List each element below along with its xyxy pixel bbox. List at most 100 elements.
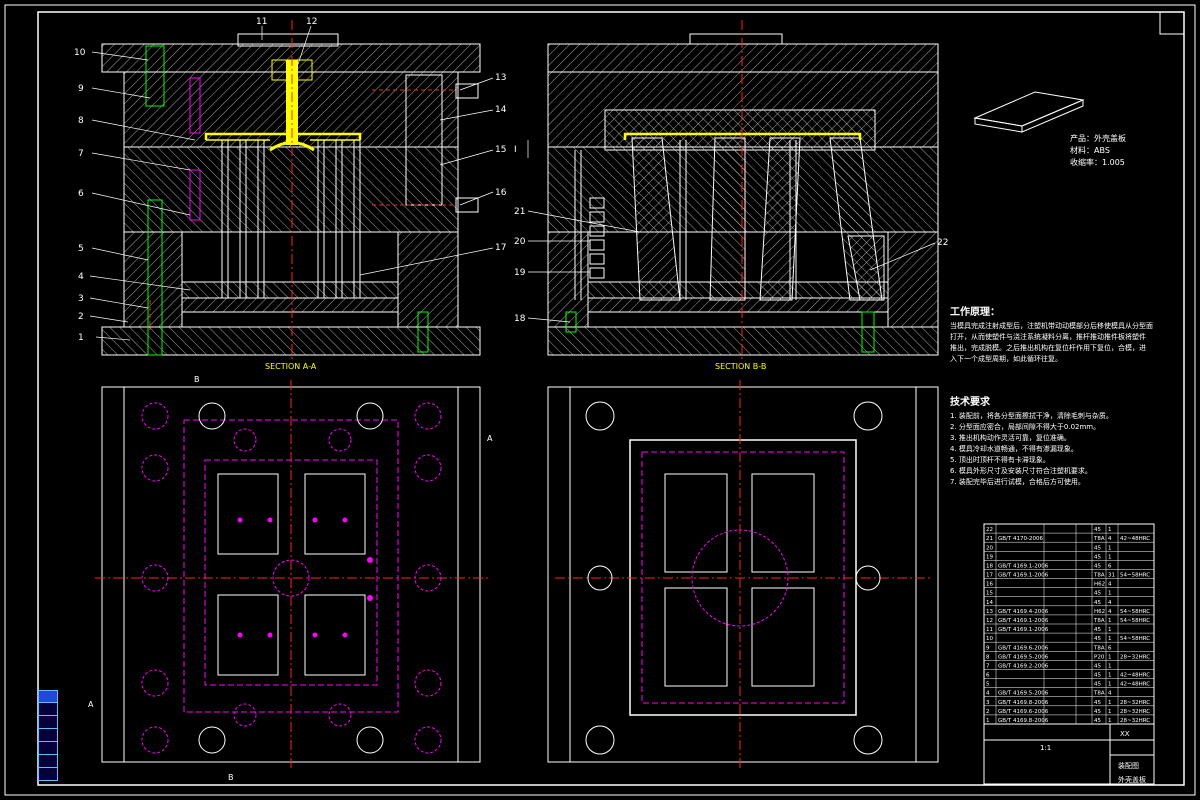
bom-cell: 16 — [986, 582, 993, 588]
bom-cell: 45 — [1094, 527, 1101, 533]
bom-cell: 6 — [1108, 645, 1112, 651]
bom-cell: 45 — [1094, 709, 1101, 715]
plan-left-cut-letters: B B A A — [88, 375, 493, 782]
bom-cell: GB/T 4169.8-2006 — [998, 718, 1049, 724]
bom-cell: 42~48HRC — [1120, 682, 1150, 688]
section-a-a — [101, 20, 481, 360]
bom-cell: 1 — [1108, 527, 1112, 533]
bom-cell: 11 — [986, 627, 993, 633]
bom-cell: 45 — [1094, 718, 1101, 724]
bom-cell: T8A — [1093, 573, 1105, 579]
callout-19: 19 — [514, 268, 526, 278]
bom-cell: 12 — [986, 618, 993, 624]
bom-cell: 45 — [1094, 682, 1101, 688]
bom-cell: 4 — [986, 691, 990, 697]
bom-cell: GB/T 4169.6-2006 — [998, 645, 1049, 651]
title-code: XX — [1120, 730, 1130, 738]
callout-7: 7 — [78, 149, 84, 159]
bom-cell: 6 — [1108, 563, 1112, 569]
revision-strip — [38, 690, 58, 782]
bom-cell: 21 — [986, 536, 993, 542]
bom-cell: GB/T 4169.5-2006 — [998, 691, 1049, 697]
cut-letter-a-left: A — [88, 700, 94, 709]
product-material: 材料：ABS — [1070, 145, 1110, 155]
callout-12: 12 — [306, 17, 317, 27]
bom-cell: GB/T 4169.1-2006 — [998, 573, 1049, 579]
callout-9: 9 — [78, 84, 84, 94]
bom-cell: 28~32HRC — [1120, 709, 1150, 715]
bom-cell: 19 — [986, 554, 993, 560]
callout-8: 8 — [78, 116, 84, 126]
rev-cell — [38, 768, 58, 781]
callout-13: 13 — [495, 73, 506, 83]
bom-cell: GB/T 4170-2006 — [998, 536, 1043, 542]
callouts-b-b: 18 19 20 21 22 I SECTION B-B — [514, 140, 948, 371]
plan-view-right — [547, 380, 939, 770]
bom-cell: 45 — [1094, 554, 1101, 560]
bom-cell: 45 — [1094, 663, 1101, 669]
bom-cell: 1 — [1108, 673, 1112, 679]
title-drawing: 装配图 — [1118, 761, 1139, 770]
corner-box — [1159, 11, 1185, 35]
bom-cell: 45 — [1094, 600, 1101, 606]
bom-cell: 54~58HRC — [1120, 618, 1150, 624]
bom-cell: 45 — [1094, 673, 1101, 679]
product-info: 产品：外壳盖板 材料：ABS 收缩率：1.005 — [1070, 133, 1126, 167]
callout-17: 17 — [495, 243, 506, 253]
callout-3: 3 — [78, 294, 84, 304]
bom-cell: 28~32HRC — [1120, 718, 1150, 724]
bom-cell: 1 — [1108, 554, 1112, 560]
bom-cell: GB/T 4169.2-2006 — [998, 663, 1049, 669]
product-isometric — [973, 91, 1085, 133]
bom-cell: 10 — [986, 636, 993, 642]
bom-cell: GB/T 4169.8-2006 — [998, 700, 1049, 706]
bom-cell: 15 — [986, 591, 993, 597]
title-name: 外壳盖板 — [1118, 775, 1146, 784]
bom-cell: 4 — [1108, 691, 1112, 697]
rev-cell — [38, 742, 58, 755]
inner-border — [37, 11, 1185, 786]
bom-cell: 1 — [986, 718, 990, 724]
callout-6: 6 — [78, 189, 84, 199]
requirement-line: 4. 模具冷却水道畅通，不得有渗漏现象。 — [950, 445, 1078, 453]
section-b-b-label: SECTION B-B — [715, 362, 766, 371]
rev-cell — [38, 703, 58, 716]
callout-10: 10 — [74, 48, 86, 58]
callout-1: 1 — [78, 333, 84, 343]
bom-cell: 3 — [986, 700, 990, 706]
bom-cell: 1 — [1108, 700, 1112, 706]
bom-cell: GB/T 4169.1-2006 — [998, 563, 1049, 569]
section-a-a-label: SECTION A-A — [265, 362, 317, 371]
requirements-panel: 技术要求 1. 装配前，将各分型面擦拭干净，清除毛刺与杂质。 2. 分型面应密合… — [950, 397, 1150, 488]
requirement-line: 1. 装配前，将各分型面擦拭干净，清除毛刺与杂质。 — [950, 412, 1113, 420]
bom-cell: 54~58HRC — [1120, 636, 1150, 642]
callouts-a-a: 1 2 3 4 5 6 7 8 9 10 11 12 13 14 15 16 1… — [74, 17, 507, 371]
cut-letter-i: I — [514, 145, 517, 155]
bom-cell: 45 — [1094, 700, 1101, 706]
bom-cell: 31 — [1108, 573, 1115, 579]
callout-15: 15 — [495, 145, 506, 155]
principle-line: 打开，从而使塑件与浇注系统凝料分离，推杆推动推件板将塑件 — [950, 333, 1146, 341]
bom-cell: H62 — [1094, 582, 1105, 588]
bom-cell: 4 — [1108, 536, 1112, 542]
bom-cell: GB/T 4169.4-2006 — [998, 609, 1049, 615]
bom-cell: T8A — [1093, 618, 1105, 624]
bom-cell: 42~48HRC — [1120, 536, 1150, 542]
bom-cell: 14 — [986, 600, 993, 606]
callout-14: 14 — [495, 105, 507, 115]
bom-cell: 45 — [1094, 591, 1101, 597]
bom-cell: 1 — [1108, 627, 1112, 633]
bom-cell: 9 — [986, 645, 990, 651]
bom-cell: 4 — [1108, 600, 1112, 606]
cut-letter-b-bottom: B — [228, 773, 234, 782]
bom-cell: GB/T 4169.1-2006 — [998, 618, 1049, 624]
bom-cell: 22 — [986, 527, 993, 533]
bom-cell: 28~32HRC — [1120, 700, 1150, 706]
bom-cell: 1 — [1108, 618, 1112, 624]
bom-cell: GB/T 4169.1-2006 — [998, 627, 1049, 633]
bom-cell: 20 — [986, 545, 993, 551]
rev-cell — [38, 729, 58, 742]
product-shrink: 收缩率：1.005 — [1070, 157, 1125, 167]
principle-line: 推出，完成脱模。之后推出机构在复位杆作用下复位，合模，进 — [950, 344, 1146, 352]
